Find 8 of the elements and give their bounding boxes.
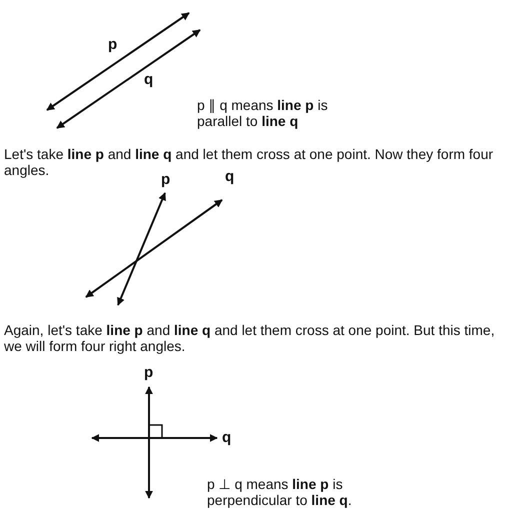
line-label: p [144, 365, 154, 381]
paragraph: Again, let's take line p and line q and let them cross at one point. But this time, we will form four right angles. [4, 322, 496, 354]
statement: p ∥ q means line p is parallel to line q [197, 97, 329, 129]
line-label: p [108, 37, 118, 53]
line-label: p [161, 172, 170, 188]
line-label: q [222, 430, 232, 446]
line-label: q [144, 72, 154, 88]
statement: p ⊥ q means line p is perpendicular to line q. [207, 476, 353, 508]
